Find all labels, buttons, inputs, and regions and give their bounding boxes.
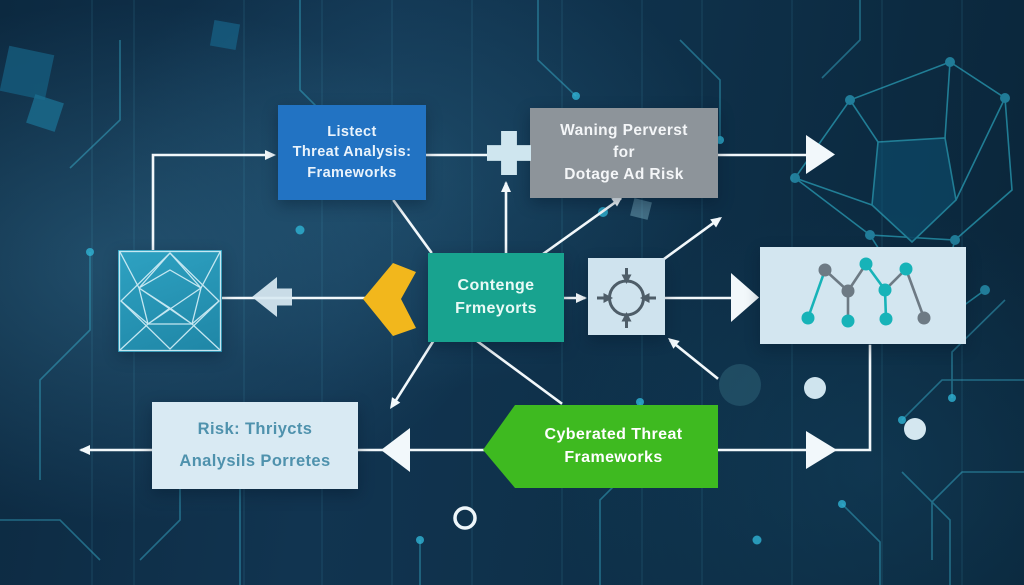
node-contenge-frameworks: Contenge Frmeyorts [428, 253, 564, 342]
node-threat-analysis-frameworks: Listect Threat Analysis: Frameworks [278, 105, 426, 200]
node-text-line: Frmeyorts [455, 299, 537, 317]
connector-threat-to-contenge [392, 199, 433, 254]
chip-diamonds [0, 19, 652, 220]
connector-contenge-to-warning [541, 197, 622, 256]
connector-green-to-graph [832, 344, 872, 452]
connector-circle-to-convergence [669, 339, 719, 380]
node-text-line: Frameworks [307, 164, 397, 181]
node-cyberated-threat: Cyberated Threat Frameworks [483, 405, 718, 488]
node-text-line: Waning Perverst [560, 122, 688, 139]
crystal-lines [118, 250, 222, 352]
graph-glyph [801, 257, 931, 328]
node-risk-analysis: Risk: Thriycts Analysils Porretes [152, 402, 358, 489]
connector-crystal-to-threat [151, 153, 274, 254]
node-text-line: Cyberated Threat [544, 425, 683, 443]
yellow-arrow-shape [363, 263, 416, 336]
node-link-graph-icon [760, 247, 966, 344]
arrowhead-up-into-plus [501, 181, 511, 192]
converging-arrows-circle-icon [588, 258, 665, 335]
big-arrow-into-graph [731, 273, 759, 322]
node-text-line: Frameworks [564, 448, 663, 466]
graph-nodes [801, 257, 931, 328]
arrowhead-up-right [710, 217, 722, 228]
yellow-left-arrow-icon [363, 263, 421, 337]
pale-left-arrow-icon [252, 277, 292, 317]
arrowhead-into-warning [611, 195, 623, 207]
connector-convergence-up-right [662, 217, 721, 261]
big-arrow-bottom-right [806, 431, 837, 469]
node-text-line: Dotage Ad Risk [564, 166, 684, 183]
node-text-line: Threat Analysis: [292, 144, 412, 161]
ring-ornament [453, 506, 477, 530]
arrowhead-into-convergence [576, 293, 587, 303]
node-text-line: Risk: Thriycts [197, 420, 313, 439]
wireframe-crystal-icon [118, 250, 222, 352]
node-text-line: for [613, 144, 635, 161]
light-circle-ornament-2 [904, 418, 926, 440]
arrowhead-into-threat [265, 150, 276, 160]
light-circle-ornament-1 [804, 377, 826, 399]
arrowhead-risk-left [79, 445, 90, 455]
node-text-line: Analysils Porretes [179, 451, 331, 470]
node-warning-risk: Waning Perverst for Dotage Ad Risk [530, 108, 718, 198]
dim-circle-ornament [719, 364, 761, 406]
node-text-line: Contenge [457, 276, 535, 294]
big-arrow-into-risk [381, 428, 410, 472]
connector-contenge-to-risk [391, 338, 436, 407]
arrowhead-into-convergence-bottom [668, 338, 680, 349]
connector-contenge-to-green [475, 339, 563, 405]
big-arrow-top-right [806, 135, 835, 174]
convergence-glyph [597, 268, 656, 328]
arrowhead-into-risk [390, 397, 401, 409]
node-text-line: Listect [327, 123, 377, 140]
